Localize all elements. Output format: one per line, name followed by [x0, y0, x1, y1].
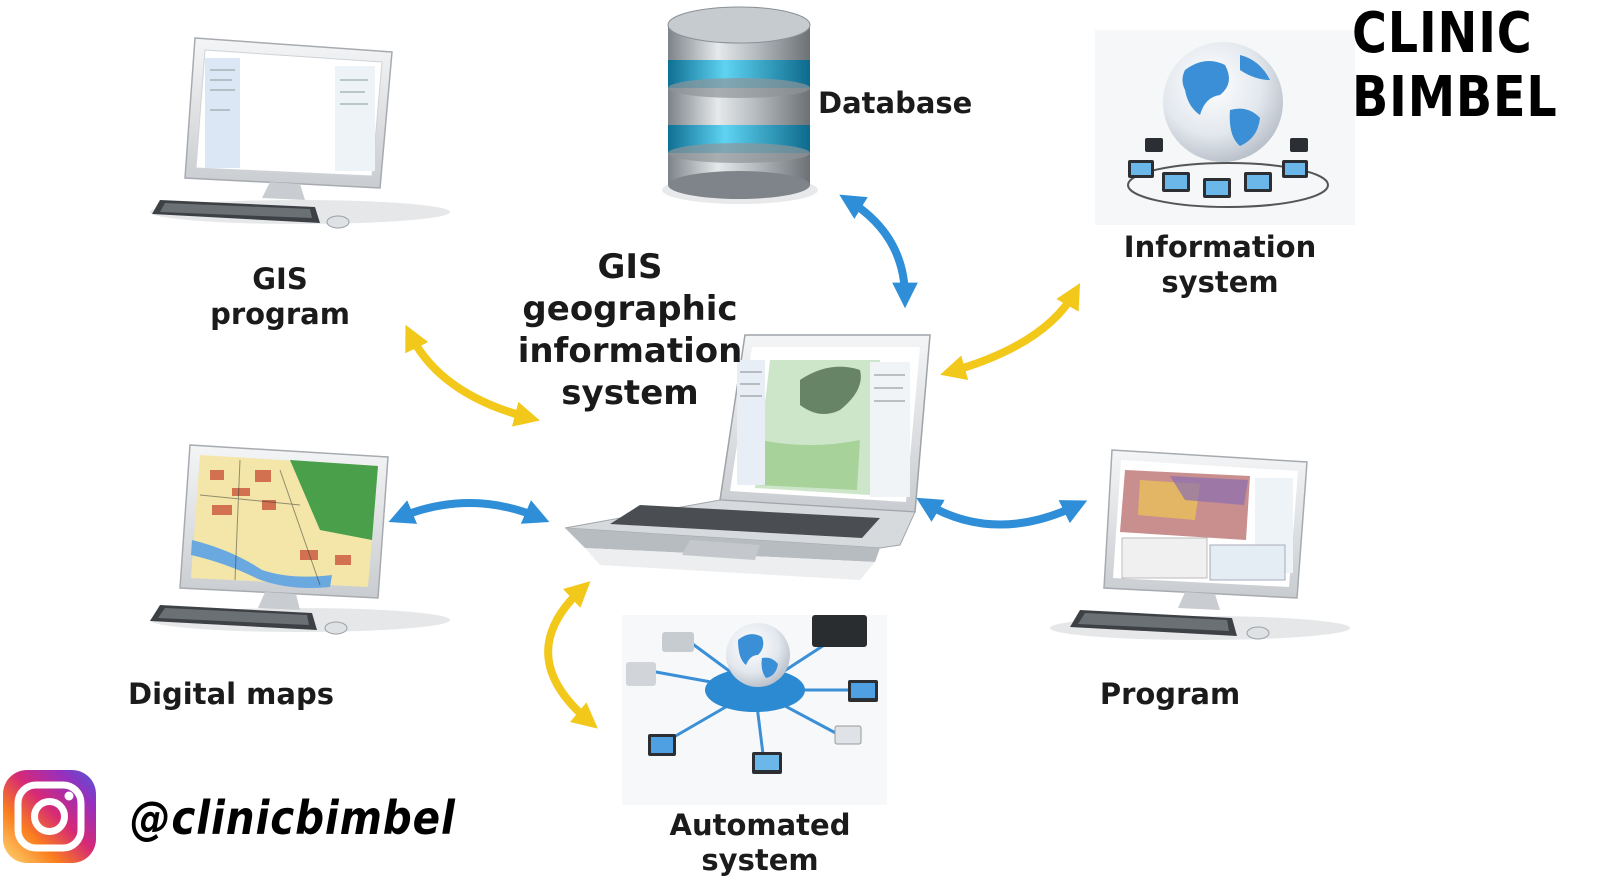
desktop-computer-icon [1050, 449, 1350, 640]
arrow-gis-program [405, 324, 540, 427]
database-label: Database [818, 86, 973, 120]
globe-network-icon [1095, 30, 1355, 225]
arrow-information-system [940, 283, 1081, 381]
center-title: GIS geographic information system [517, 247, 743, 413]
program-label: Program [1099, 677, 1241, 711]
arrow-database [839, 194, 918, 309]
automated-system-label: Automated system [669, 808, 851, 877]
database-icon [662, 6, 818, 204]
digital-maps-label: Digital maps [128, 677, 334, 711]
information-system-label: Information system [1123, 230, 1317, 299]
gis-program-label: GIS program [210, 262, 350, 331]
brand-logo: CLINIC BIMBEL [1352, 1, 1558, 130]
instagram-handle: @clinicbimbel [130, 791, 456, 845]
laptop-icon [564, 334, 931, 580]
globe-network-icon [622, 615, 887, 805]
instagram-icon [3, 770, 96, 863]
arrow-automated-system [544, 581, 598, 729]
desktop-computer-icon [150, 37, 450, 229]
arrow-program [916, 497, 1088, 529]
arrow-digital-maps [388, 499, 550, 524]
desktop-map-icon [150, 444, 450, 635]
